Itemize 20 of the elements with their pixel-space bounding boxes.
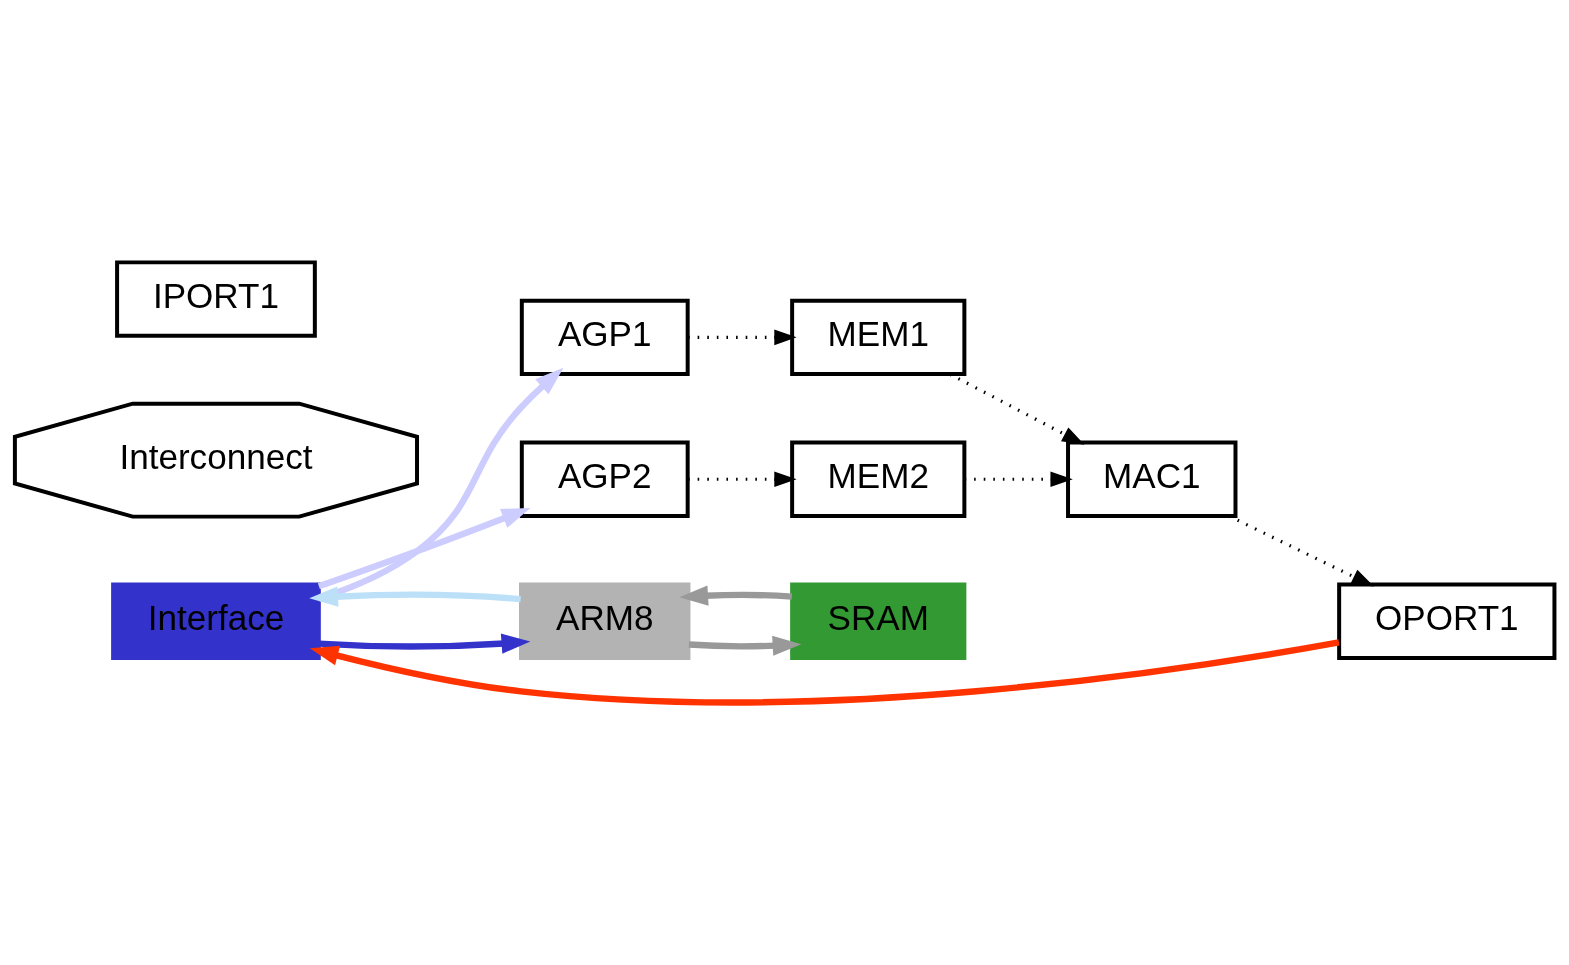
node-box: AGP2 — [519, 440, 690, 518]
node-box: OPORT1 — [1337, 582, 1557, 660]
node-box: SRAM — [790, 582, 967, 660]
node-box: AGP1 — [519, 298, 690, 376]
arrow — [309, 586, 521, 607]
node-box: ARM8 — [519, 582, 691, 660]
arrow — [309, 639, 1340, 706]
node-box: MAC1 — [1066, 440, 1238, 518]
arrow — [964, 471, 1073, 488]
arrow — [317, 507, 531, 590]
arrow — [317, 367, 564, 602]
node-box: MEM1 — [790, 298, 967, 376]
node-box: Interface — [111, 582, 321, 660]
arrow — [688, 471, 797, 488]
arrow — [688, 635, 802, 656]
node-box: MEM2 — [790, 440, 967, 518]
node-box: IPORT1 — [115, 260, 317, 338]
arrow — [688, 329, 797, 346]
arrow — [679, 585, 792, 606]
arrow — [318, 633, 531, 654]
